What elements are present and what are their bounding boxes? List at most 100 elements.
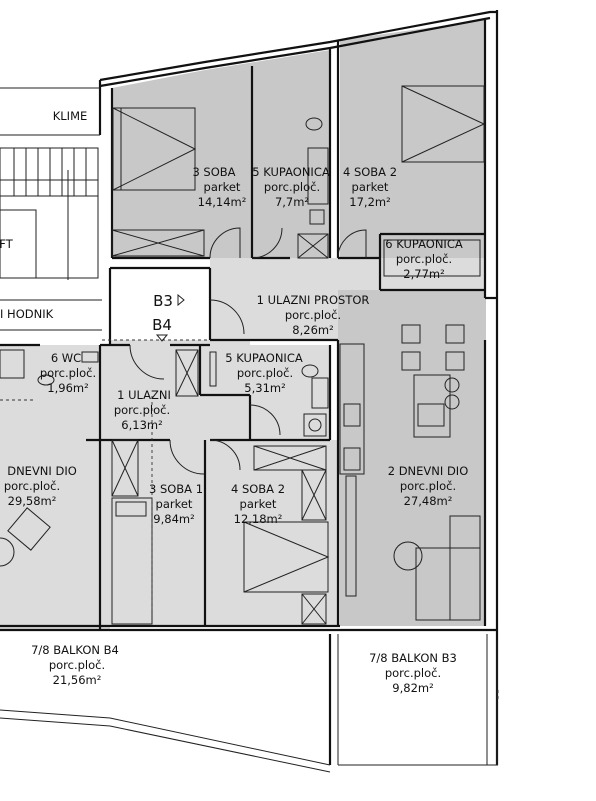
wardrobe-entrance <box>175 349 199 397</box>
room-floor: porc.ploč. <box>285 308 341 322</box>
room-name: 3 SOBA <box>192 165 235 179</box>
wall-seg <box>253 445 327 471</box>
room-floor: parket <box>204 180 241 194</box>
wall-seg <box>401 85 486 163</box>
room-area: 12,18m² <box>234 512 283 526</box>
rug-b4 <box>7 507 51 551</box>
door-b3-entry <box>209 299 245 335</box>
room-floor: porc.ploč. <box>4 479 60 493</box>
room-label-b4-soba2: 4 SOBA 2 parket 12,18m² <box>231 482 285 526</box>
room-name: 7/8 BALKON B3 <box>369 651 457 665</box>
room-label-b4-kupaonica: 5 KUPAONICA porc.ploč. 5,31m² <box>225 351 303 395</box>
room-area: 9,82m² <box>392 681 433 695</box>
room-floor: porc.ploč. <box>264 180 320 194</box>
wall-seg <box>297 233 329 259</box>
wall-seg <box>301 469 327 521</box>
door-soba3 <box>209 227 241 259</box>
corridor-fill <box>110 268 210 340</box>
wardrobe-soba2 <box>253 445 327 471</box>
wall-seg <box>115 501 147 517</box>
room-label-b4-wc: 6 WC porc.ploč. 1,96m² <box>40 351 96 395</box>
wall-seg <box>345 475 357 597</box>
door-soba4 <box>337 229 367 259</box>
door-b4-entry <box>129 344 165 380</box>
shower-top <box>307 147 329 205</box>
room-name: 5 KUPAONICA <box>225 351 303 365</box>
wall-seg <box>444 394 460 410</box>
room-area: 27,48m² <box>404 494 453 508</box>
room-label-b3-balkon: 7/8 BALKON B3 porc.ploč. 9,82m² <box>369 651 457 695</box>
room-floor: porc.ploč. <box>385 666 441 680</box>
room-label-soba3: 3 SOBA parket 14,14m² <box>192 165 246 209</box>
b4-top-rooms-fill <box>112 50 330 258</box>
wall-seg <box>112 107 197 191</box>
room-label-b4-soba1: 3 SOBA 1 parket 9,84m² <box>149 482 203 526</box>
room-name: 1 ULAZNI <box>117 388 171 402</box>
room-label-b3-soba4: 4 SOBA 2 parket 17,2m² <box>343 165 397 209</box>
shower-b4 <box>311 377 329 409</box>
wall-seg <box>343 447 361 471</box>
room-label-b4-dnevni: DNEVNI DIO porc.ploč. 29,58m² <box>4 464 77 508</box>
room-area: 17,2m² <box>349 195 390 209</box>
room-floor: porc.ploč. <box>49 658 105 672</box>
coffee-table-b3 <box>393 541 423 571</box>
room-area: 14,14m² <box>198 195 247 209</box>
lift-label: FT <box>0 237 14 251</box>
wall-seg <box>309 209 325 225</box>
room-name: 3 SOBA 1 <box>149 482 203 496</box>
room-floor: parket <box>240 497 277 511</box>
outer-wall-top-inner <box>99 16 491 88</box>
wall-seg <box>297 233 329 259</box>
room-area: 8,26m² <box>292 323 333 337</box>
wall-seg <box>0 709 331 766</box>
room-floor: porc.ploč. <box>400 479 456 493</box>
room-floor: porc.ploč. <box>237 366 293 380</box>
room-area: 1,96m² <box>47 381 88 395</box>
room-name: 5 KUPAONICA <box>252 165 330 179</box>
wall-seg <box>343 403 361 427</box>
wall-seg <box>445 324 465 344</box>
b4-label: B4 <box>152 316 172 334</box>
wall-seg <box>303 413 327 437</box>
wall-seg <box>175 349 199 397</box>
wardrobe-soba1 <box>111 439 139 497</box>
wall-seg <box>243 521 330 593</box>
b3-label: B3 <box>153 292 173 310</box>
bathtub-b3 <box>383 239 481 277</box>
stair-box <box>0 147 99 279</box>
doors <box>129 227 367 475</box>
hodnik-label: I HODNIK <box>0 307 54 321</box>
wall-seg <box>111 439 139 497</box>
room-label-b3-ulazni: 1 ULAZNI PROSTOR porc.ploč. 8,26m² <box>257 293 370 337</box>
wall-seg <box>444 377 460 393</box>
wall-seg <box>417 403 445 427</box>
b3-top-rooms-fill <box>340 20 485 290</box>
room-area: 29,58m² <box>8 494 57 508</box>
wall-seg <box>445 351 465 371</box>
room-floor: porc.ploč. <box>40 366 96 380</box>
wall-seg <box>301 593 327 625</box>
wall-seg <box>401 351 421 371</box>
room-name: 1 ULAZNI PROSTOR <box>257 293 370 307</box>
room-label-kupaonica-top: 5 KUPAONICA porc.ploč. 7,7m² <box>252 165 330 209</box>
balcony-railing <box>0 709 498 773</box>
room-name: 6 KUPAONICA <box>385 237 463 251</box>
room-name: 4 SOBA 2 <box>231 482 285 496</box>
door-b4-kupaonica <box>249 404 281 436</box>
wall-seg <box>0 717 331 773</box>
toilet-wc <box>37 374 55 386</box>
outer-wall-top <box>99 10 498 82</box>
wall-seg <box>209 351 217 387</box>
wardrobe-soba3 <box>111 229 205 257</box>
door-kupaonica-top <box>251 227 283 259</box>
room-name: 6 WC <box>51 351 81 365</box>
room-label-b4-ulazni: 1 ULAZNI porc.ploč. 6,13m² <box>114 388 171 432</box>
chair <box>401 324 421 344</box>
b4-arrow-icon <box>155 334 169 342</box>
room-name: DNEVNI DIO <box>7 464 77 478</box>
room-name: 7/8 BALKON B4 <box>31 643 119 657</box>
room-floor: porc.ploč. <box>114 403 170 417</box>
room-label-b4-balkon: 7/8 BALKON B4 porc.ploč. 21,56m² <box>31 643 119 687</box>
b3-living-fill <box>338 290 486 626</box>
